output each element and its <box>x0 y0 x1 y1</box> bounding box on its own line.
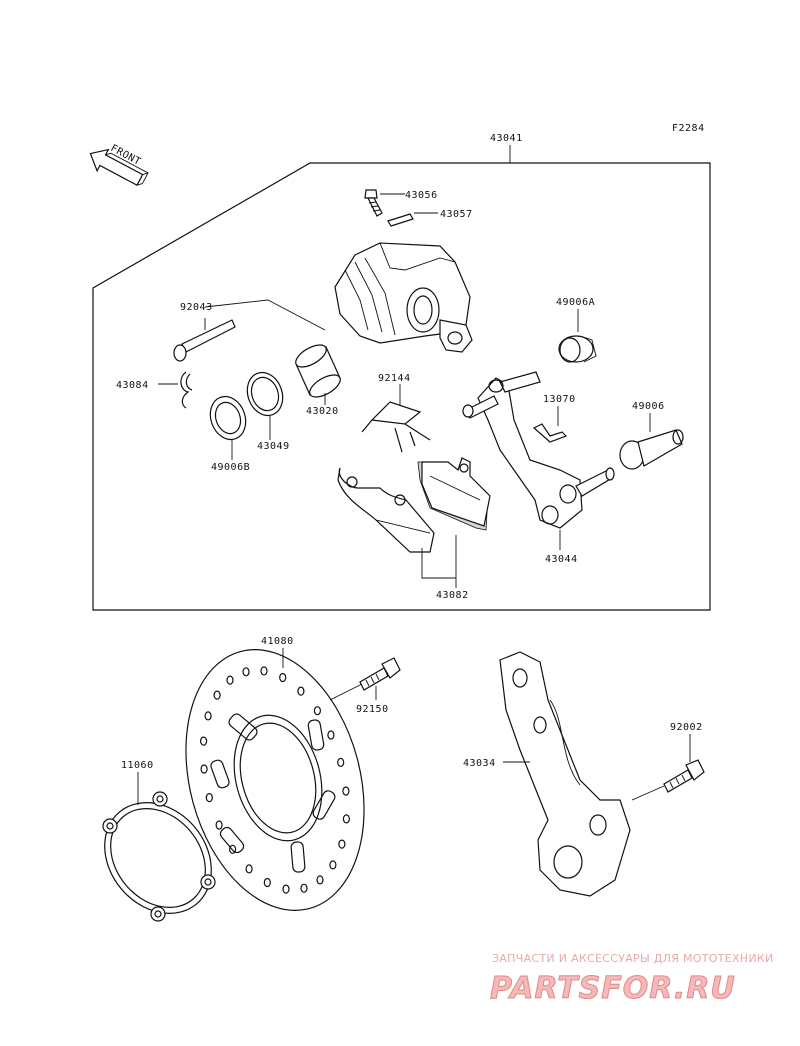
disc-hole <box>263 877 271 888</box>
disc-hole <box>313 706 321 716</box>
disc-hole <box>327 730 335 740</box>
disc-hole <box>245 864 253 874</box>
dust-seal <box>209 395 247 441</box>
disc-hole <box>213 690 221 700</box>
pad-spring-clip <box>361 401 431 453</box>
disc-hole <box>297 686 305 696</box>
disc-hole <box>205 792 213 803</box>
pad-spring <box>532 423 568 443</box>
label-clip: 43084 <box>116 380 149 391</box>
label-disc: 41080 <box>261 636 294 647</box>
label-boot: 49006 <box>632 401 665 412</box>
disc-hole <box>282 884 290 894</box>
disc-hole <box>204 711 212 721</box>
label-disc-bolt: 92150 <box>356 704 389 715</box>
label-piston-seal: 43049 <box>257 441 290 452</box>
brake-pad-outer <box>337 467 435 553</box>
brake-disc <box>185 649 365 911</box>
piston-seal <box>246 371 284 417</box>
disc-hole <box>300 883 308 893</box>
label-bleed-valve: 43056 <box>405 190 438 201</box>
disc-bolt <box>359 657 401 691</box>
disc-hole <box>215 820 223 830</box>
disc-hole <box>338 839 346 849</box>
caliper-body <box>334 242 473 353</box>
caliper-holder <box>462 371 615 529</box>
disc-hole <box>260 666 268 676</box>
label-dust-seal: 49006B <box>211 462 250 473</box>
watermark-brand: PARTSFOR.RU <box>490 971 736 1006</box>
bleed-valve <box>364 189 383 217</box>
watermark-tagline: ЗАПЧАСТИ И АКСЕССУАРЫ ДЛЯ МОТОТЕХНИКИ <box>492 952 774 965</box>
disc-hole <box>316 875 324 885</box>
disc-hole <box>342 786 350 796</box>
clip <box>180 371 193 409</box>
label-boot-a: 49006A <box>556 297 595 308</box>
disc-hole <box>229 844 237 854</box>
disc-hole <box>342 814 350 824</box>
label-pad-set: 43082 <box>436 590 469 601</box>
label-valve-cap: 43057 <box>440 209 473 220</box>
disc-hole <box>242 667 250 677</box>
pin <box>173 318 236 362</box>
valve-cap <box>387 213 414 227</box>
label-spring: 92144 <box>378 373 411 384</box>
disc-hole <box>329 860 337 870</box>
piston <box>295 344 341 398</box>
disc-hole <box>226 675 234 685</box>
boot-a <box>558 335 597 363</box>
label-cover: 11060 <box>121 760 154 771</box>
label-pin: 92043 <box>180 302 213 313</box>
disc-hole <box>200 736 208 746</box>
cover-gasket <box>102 791 216 922</box>
boot <box>619 429 684 470</box>
label-caliper-assembly: 43041 <box>490 133 523 144</box>
disc-hole <box>337 757 345 768</box>
label-pad-spring: 13070 <box>543 394 576 405</box>
label-bracket: 43034 <box>463 758 496 769</box>
figure-code: F2284 <box>672 123 705 134</box>
assembly-outline <box>92 162 711 611</box>
brake-pad-inner <box>417 457 491 531</box>
disc-hole <box>279 672 287 683</box>
caliper-bracket <box>499 651 631 897</box>
label-holder: 43044 <box>545 554 578 565</box>
front-arrow-icon <box>89 148 149 186</box>
label-piston: 43020 <box>306 406 339 417</box>
label-bracket-bolt: 92002 <box>670 722 703 733</box>
disc-hole <box>200 764 208 774</box>
bracket-bolt <box>663 759 705 793</box>
